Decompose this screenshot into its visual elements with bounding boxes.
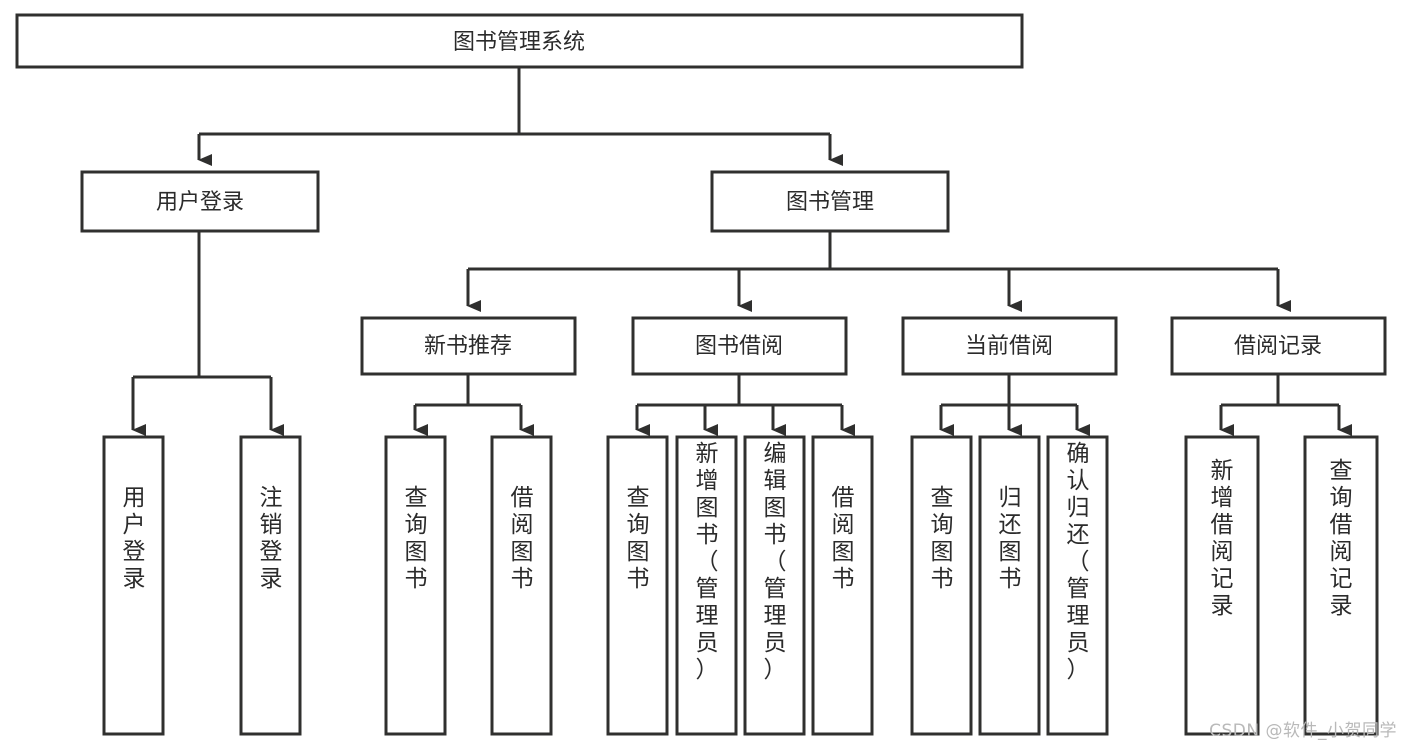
leaf-cur-return-label: 归还图书 — [999, 485, 1022, 592]
leaf-borrow-add-box[interactable] — [675, 435, 738, 736]
leaf-cur-confirm-box[interactable] — [1046, 435, 1109, 736]
node-book-borrow-label: 图书借阅 — [695, 334, 783, 359]
leaf-rec-borrow-label: 借阅图书 — [511, 485, 534, 592]
leaf-borrow-query-label: 查询图书 — [627, 485, 650, 592]
leaf-rec-query-box[interactable] — [384, 435, 447, 736]
node-current-borrow-box[interactable] — [901, 316, 1118, 376]
node-user-login[interactable]: 用户登录 — [80, 170, 320, 233]
leaf-borrow-query-box[interactable] — [606, 435, 669, 736]
node-book-manage-label: 图书管理 — [786, 190, 874, 215]
node-book-manage-box[interactable] — [710, 170, 950, 233]
leaf-borrow-lend[interactable]: 借阅图书 — [811, 435, 874, 736]
csdn-watermark: CSDN @软件_小贺同学 — [1209, 721, 1397, 741]
leaf-cur-query-label: 查询图书 — [931, 485, 954, 592]
node-current-borrow-label: 当前借阅 — [965, 334, 1053, 359]
leaf-user-logout-label: 注销登录 — [260, 485, 283, 592]
node-borrow-record-label: 借阅记录 — [1234, 334, 1322, 359]
leaf-rec-query-label: 查询图书 — [405, 485, 428, 592]
leaf-rec-query[interactable]: 查询图书 — [384, 435, 447, 736]
leaf-borrow-add-label: 新增图书（管理员） — [696, 441, 719, 683]
node-root[interactable]: 图书管理系统 — [15, 13, 1024, 69]
leaf-rec-search-label: 查询借阅记录 — [1330, 458, 1353, 619]
connector-group — [131, 67, 1352, 436]
node-book-manage[interactable]: 图书管理 — [710, 170, 950, 233]
leaf-cur-query[interactable]: 查询图书 — [910, 435, 973, 736]
node-user-login-box[interactable] — [80, 170, 320, 233]
leaf-borrow-add[interactable]: 新增图书（管理员） — [675, 435, 738, 736]
leaf-user-logout[interactable]: 注销登录 — [239, 435, 302, 736]
leaf-borrow-edit[interactable]: 编辑图书（管理员） — [743, 435, 806, 736]
node-book-borrow-box[interactable] — [631, 316, 848, 376]
leaf-user-logout-box[interactable] — [239, 435, 302, 736]
leaf-user-login[interactable]: 用户登录 — [102, 435, 165, 736]
node-current-borrow[interactable]: 当前借阅 — [901, 316, 1118, 376]
leaf-user-login-box[interactable] — [102, 435, 165, 736]
leaf-borrow-edit-label: 编辑图书（管理员） — [764, 441, 787, 683]
leaf-rec-search-box[interactable] — [1303, 435, 1379, 736]
leaf-rec-add-label: 新增借阅记录 — [1211, 458, 1234, 619]
leaf-cur-confirm[interactable]: 确认归还（管理员） — [1046, 435, 1109, 736]
node-new-book-rec-label: 新书推荐 — [424, 334, 512, 359]
leaf-borrow-query[interactable]: 查询图书 — [606, 435, 669, 736]
node-user-login-label: 用户登录 — [156, 190, 244, 215]
leaf-rec-add-box[interactable] — [1184, 435, 1260, 736]
leaf-borrow-edit-box[interactable] — [743, 435, 806, 736]
leaf-cur-query-box[interactable] — [910, 435, 973, 736]
node-borrow-record-box[interactable] — [1170, 316, 1387, 376]
node-new-book-rec-box[interactable] — [360, 316, 577, 376]
leaf-rec-search[interactable]: 查询借阅记录 — [1303, 435, 1379, 736]
leaf-borrow-lend-box[interactable] — [811, 435, 874, 736]
node-book-borrow[interactable]: 图书借阅 — [631, 316, 848, 376]
leaf-cur-return[interactable]: 归还图书 — [978, 435, 1041, 736]
node-new-book-rec[interactable]: 新书推荐 — [360, 316, 577, 376]
leaf-cur-return-box[interactable] — [978, 435, 1041, 736]
leaf-cur-confirm-label: 确认归还（管理员） — [1067, 441, 1090, 683]
node-root-box[interactable] — [15, 13, 1024, 69]
node-borrow-record[interactable]: 借阅记录 — [1170, 316, 1387, 376]
leaf-rec-borrow[interactable]: 借阅图书 — [490, 435, 553, 736]
leaf-rec-add[interactable]: 新增借阅记录 — [1184, 435, 1260, 736]
node-root-label: 图书管理系统 — [453, 30, 585, 55]
leaf-borrow-lend-label: 借阅图书 — [832, 485, 855, 592]
leaf-user-login-label: 用户登录 — [123, 485, 146, 592]
leaf-rec-borrow-box[interactable] — [490, 435, 553, 736]
